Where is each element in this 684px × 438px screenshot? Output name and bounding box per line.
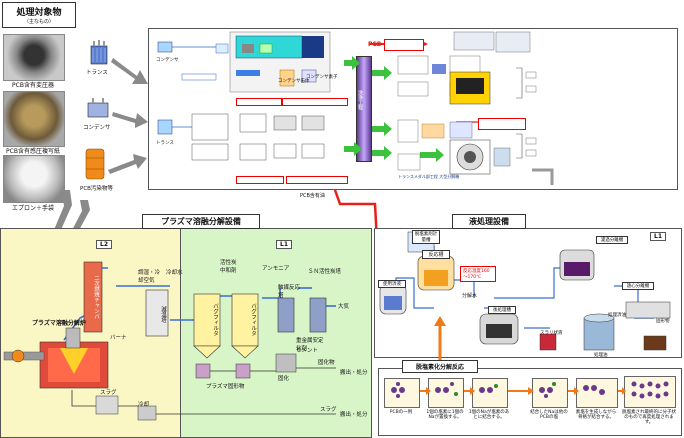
note-box [286, 176, 348, 184]
treated-oil-label: 処理油 [594, 353, 608, 358]
pcb-oil-label: PCB含有油 [300, 193, 325, 199]
photo-carbonless-paper [3, 91, 65, 147]
bag-filter-2: バグフィルタ [250, 302, 256, 336]
solidify-label: 固化 [278, 376, 290, 382]
source-caption: エプロン＋手袋 [11, 205, 54, 212]
drum-label: PCB汚染物等 [80, 186, 113, 192]
burner-label: バーナ [110, 335, 127, 341]
reaction-step-caption: 脱塩素され最終的に分子状のもので再度処理されます。 [622, 410, 676, 426]
capacitor-label: コンデンサ [83, 125, 111, 131]
disposal-1-label: 搬出・処分 [340, 370, 368, 376]
cooling-label: 冷却 [138, 402, 150, 408]
note-box [384, 39, 424, 51]
cooling-air-label: 調湿・冷却空気 [138, 270, 161, 284]
note-box [478, 118, 526, 130]
secondary-chamber: 二次燃焼チャンバ [93, 275, 99, 319]
photo-apron-gloves [3, 155, 65, 203]
cooling-water-label: 冷却水 [166, 270, 183, 276]
sn-tower-label: ＳＮ活性炭塔 [308, 269, 342, 275]
reaction-step-caption: 結合したNaは他のPCBの塩 [530, 410, 568, 421]
note-box [282, 98, 348, 106]
zone-l2-tag: L2 [96, 240, 112, 249]
cooling-tower: 減温塔 [160, 305, 166, 323]
top-item-transformer: トランス [156, 141, 174, 146]
neutralizer-label: 中和剤 [220, 268, 237, 274]
photo-transformer-can [3, 34, 65, 81]
plasma-furnace-label: プラズマ溶融分解炉 [32, 320, 86, 327]
slurry-label: スラリ状液 [540, 331, 563, 336]
plasma-solids-label: プラズマ固形物 [206, 384, 245, 390]
ammonia-label: アンモニア [262, 266, 290, 272]
heavy-metals-label: 重金属安定化剤 [296, 338, 324, 352]
section-title-box: 処理対象物 （主なもの） [2, 2, 76, 28]
centrifuge-label: 遠心分離機 [622, 282, 654, 290]
slag-out-label: スラグ [320, 407, 337, 413]
plasma-diagram [3, 261, 336, 421]
wash-column-label: 洗浄工程 [357, 90, 363, 110]
liquid-title: 液処理設備 [452, 214, 526, 229]
page-subtitle: （主なもの） [23, 19, 54, 25]
top-item-capacitor-shell: コンデンサ缶体 [278, 79, 310, 84]
plasma-title: プラズマ溶融分解設備 [142, 214, 260, 229]
dechlor-tank-label: 脱塩素剤計量槽 [412, 230, 440, 244]
top-bottom-label: トランスメダル部工程 大型分解機 [398, 174, 460, 179]
reaction-step-caption: PCBの一例 [389, 410, 413, 415]
solids-label: 固形物 [656, 319, 670, 324]
top-item-capacitor: コンデンサ [156, 58, 179, 63]
catalyst-tower-label: 触媒反応塔 [278, 285, 301, 299]
filter-tank-label: 濾過分離機 [596, 236, 628, 244]
waste-tank-label: 処理済油 [608, 313, 626, 318]
bag-filter-1: バグフィルタ [212, 302, 218, 336]
atmosphere-label: 大気 [338, 304, 350, 310]
page-title: 処理対象物 [16, 8, 62, 18]
used-oil-label: 使用済液 [378, 280, 406, 288]
activated-carbon-label: 活性炭 [220, 260, 237, 266]
drum-icon [85, 148, 105, 180]
disposal-2-label: 搬出・処分 [340, 412, 368, 418]
reaction-step-caption: 素塩を生成しながら骨格が結合する。 [575, 410, 617, 421]
note-box [236, 176, 284, 184]
top-process-right-equipment [397, 31, 554, 185]
reaction-title: 脱塩素化分解反応 [402, 360, 478, 373]
note-box [236, 98, 282, 106]
reaction-step-3 [472, 378, 508, 408]
reactor-label: 反応槽 [422, 250, 450, 259]
source-caption: PCB含有感圧複写紙 [6, 148, 60, 155]
slag-label: スラグ [100, 390, 117, 396]
liquid-zone-l1-tag: L1 [650, 232, 666, 241]
zone-l1-tag: L1 [276, 240, 292, 249]
cement-label: セメント [296, 348, 318, 354]
reaction-molecules [391, 381, 669, 399]
reaction-step-caption: 1個の塩素に1個のNaが置換する。 [426, 410, 464, 421]
transformer-label: トランス [86, 70, 108, 76]
wash-column [356, 56, 372, 162]
transformer-icon [90, 40, 108, 65]
reaction-step-caption: 1個のNaが塩素のあとに結合する。 [468, 410, 510, 421]
capacitor-icon [87, 98, 109, 118]
top-item-capacitor-element: コンデンサ素子 [306, 75, 338, 80]
post-tank-label: 後処理槽 [488, 306, 516, 314]
solidified-label: 固化物 [318, 360, 335, 366]
source-caption: PCB含有変圧器 [12, 82, 54, 89]
reaction-temp-label: 反応温度160～170℃ [460, 266, 496, 282]
top-process-left-equipment [157, 31, 331, 161]
separation-label: 分解水 [462, 293, 478, 299]
liquid-diagram [379, 231, 671, 351]
